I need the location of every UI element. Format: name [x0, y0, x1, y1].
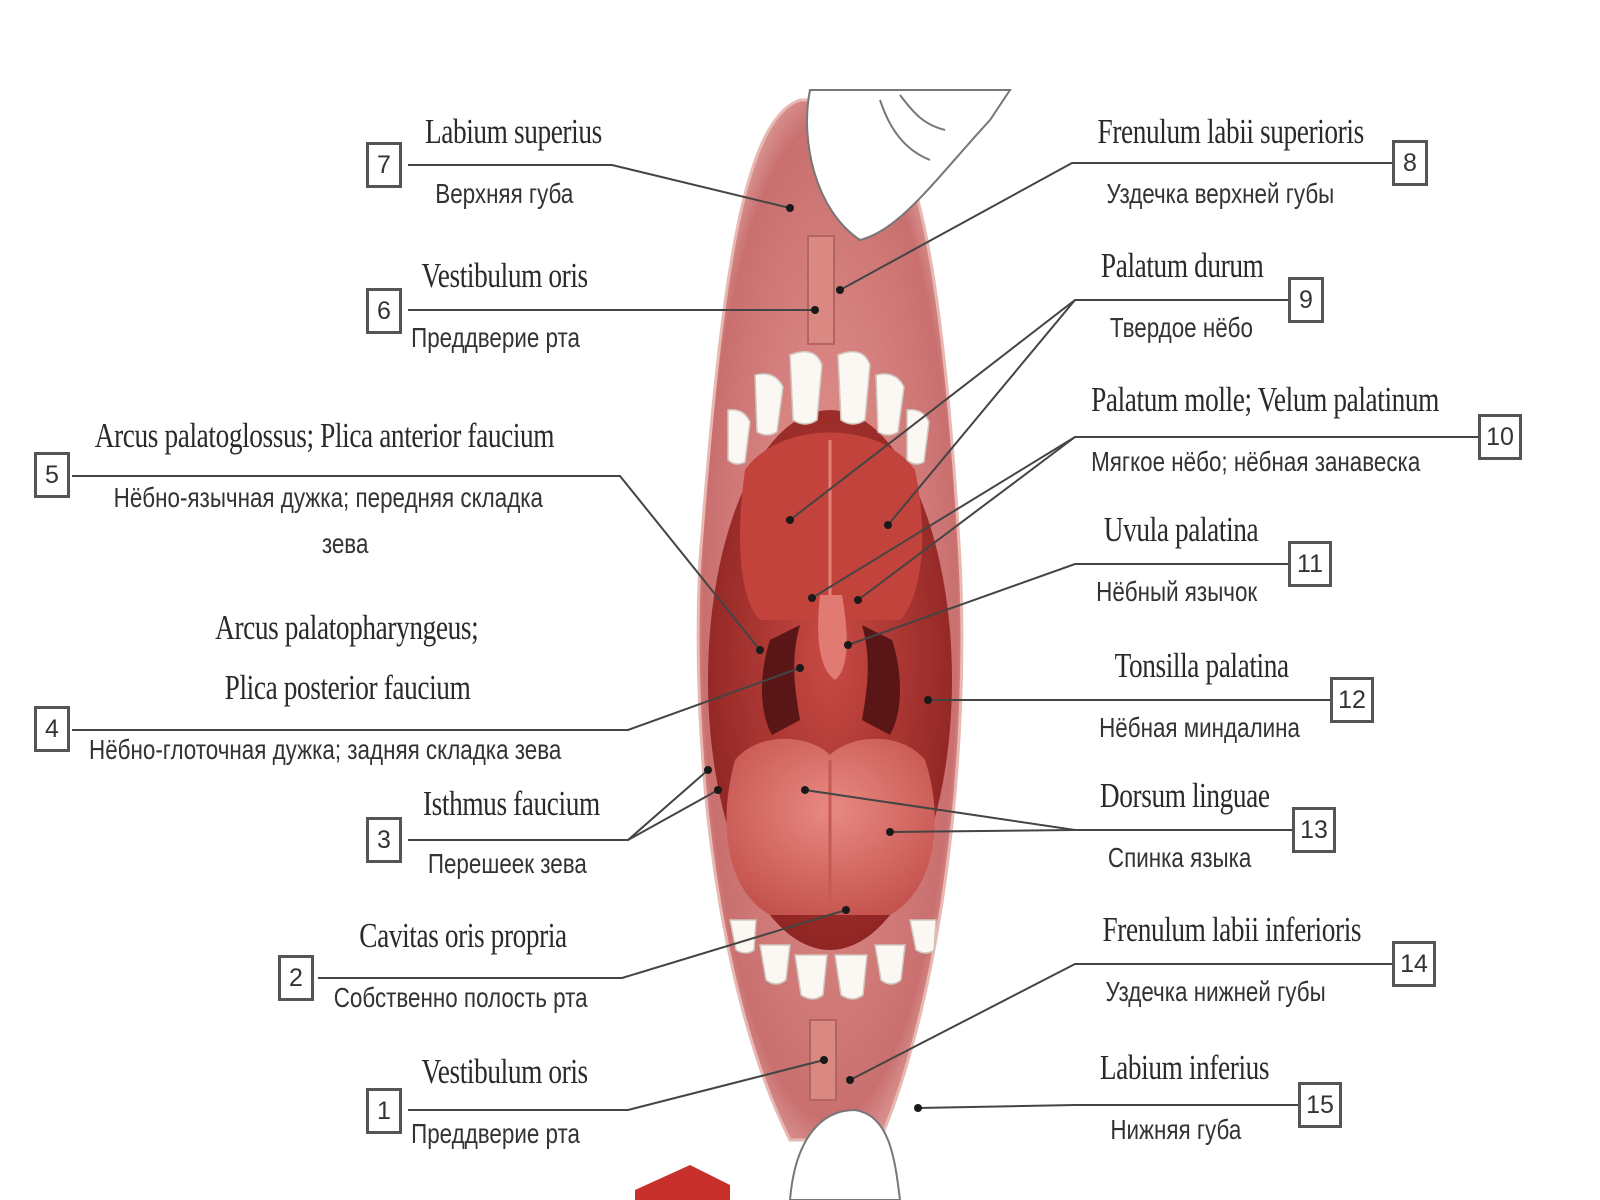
label-9-number: 9: [1288, 277, 1324, 323]
label-10-number: 10: [1478, 414, 1522, 460]
label-10-russian: Мягкое нёбо; нёбная занавеска: [1091, 446, 1421, 477]
label-3-number: 3: [366, 817, 402, 863]
label-11-number: 11: [1288, 541, 1332, 587]
logo-fragment: [635, 1165, 730, 1200]
label-15-number: 15: [1298, 1082, 1342, 1128]
label-1-latin: Vestibulum oris: [421, 1052, 588, 1091]
label-7-latin: Labium superius: [424, 112, 602, 151]
label-1-russian: Преддверие рта: [411, 1118, 580, 1149]
label-3-russian: Перешеек зева: [427, 848, 587, 879]
label-4-number: 4: [34, 706, 70, 752]
label-4-latin-cont: Plica posterior faucium: [224, 668, 471, 707]
uvula: [818, 595, 847, 680]
upper-teeth: [727, 350, 930, 465]
label-12-number: 12: [1330, 677, 1374, 723]
label-9-russian: Твердое нёбо: [1109, 312, 1253, 343]
label-2-latin: Cavitas oris propria: [359, 916, 567, 955]
label-2-number: 2: [278, 955, 314, 1001]
label-7-russian: Верхняя губа: [435, 178, 574, 209]
label-12-russian: Нёбная миндалина: [1099, 712, 1300, 743]
label-1-number: 1: [366, 1088, 402, 1134]
label-10-latin: Palatum molle; Velum palatinum: [1091, 380, 1440, 419]
label-9-latin: Palatum durum: [1100, 246, 1264, 285]
right-arch: [862, 625, 900, 735]
label-4-latin: Arcus palatopharyngeus;: [215, 608, 479, 647]
label-14-number: 14: [1392, 941, 1436, 987]
label-15-russian: Нижняя губа: [1110, 1114, 1242, 1145]
lower-teeth: [729, 919, 937, 1000]
label-14-russian: Уздечка нижней губы: [1105, 976, 1326, 1007]
label-6-russian: Преддверие рта: [411, 322, 580, 353]
label-13-russian: Спинка языка: [1107, 842, 1252, 873]
label-13-latin: Dorsum linguae: [1099, 776, 1270, 815]
label-11-latin: Uvula palatina: [1103, 510, 1259, 549]
label-3-latin: Isthmus faucium: [422, 784, 600, 823]
label-12-latin: Tonsilla palatina: [1114, 646, 1290, 685]
finger-lower: [788, 1108, 902, 1200]
label-5-latin: Arcus palatoglossus; Plica anterior fauc…: [94, 416, 555, 455]
leader-lines: [72, 162, 1480, 1111]
label-6-number: 6: [366, 288, 402, 334]
label-7-number: 7: [366, 142, 402, 188]
label-13-number: 13: [1292, 807, 1336, 853]
label-15-latin: Labium inferius: [1099, 1048, 1270, 1087]
label-5-russian-cont: зева: [321, 528, 369, 559]
label-8-latin: Frenulum labii superioris: [1097, 112, 1365, 151]
label-4-russian: Нёбно-глоточная дужка; задняя складка зе…: [89, 734, 562, 765]
label-5-russian: Нёбно-язычная дужка; передняя складка: [113, 482, 544, 513]
label-8-russian: Уздечка верхней губы: [1106, 178, 1335, 209]
label-14-latin: Frenulum labii inferioris: [1102, 910, 1362, 949]
label-5-number: 5: [34, 452, 70, 498]
label-8-number: 8: [1392, 140, 1428, 186]
left-arch: [762, 625, 800, 735]
upper-frenulum-shape: [807, 235, 835, 345]
label-11-russian: Нёбный язычок: [1096, 576, 1258, 607]
finger-upper: [806, 89, 1012, 242]
finger-lines: [879, 94, 946, 161]
label-6-latin: Vestibulum oris: [421, 256, 588, 295]
leader-dots: [704, 204, 932, 1112]
label-2-russian: Собственно полость рта: [333, 982, 588, 1013]
